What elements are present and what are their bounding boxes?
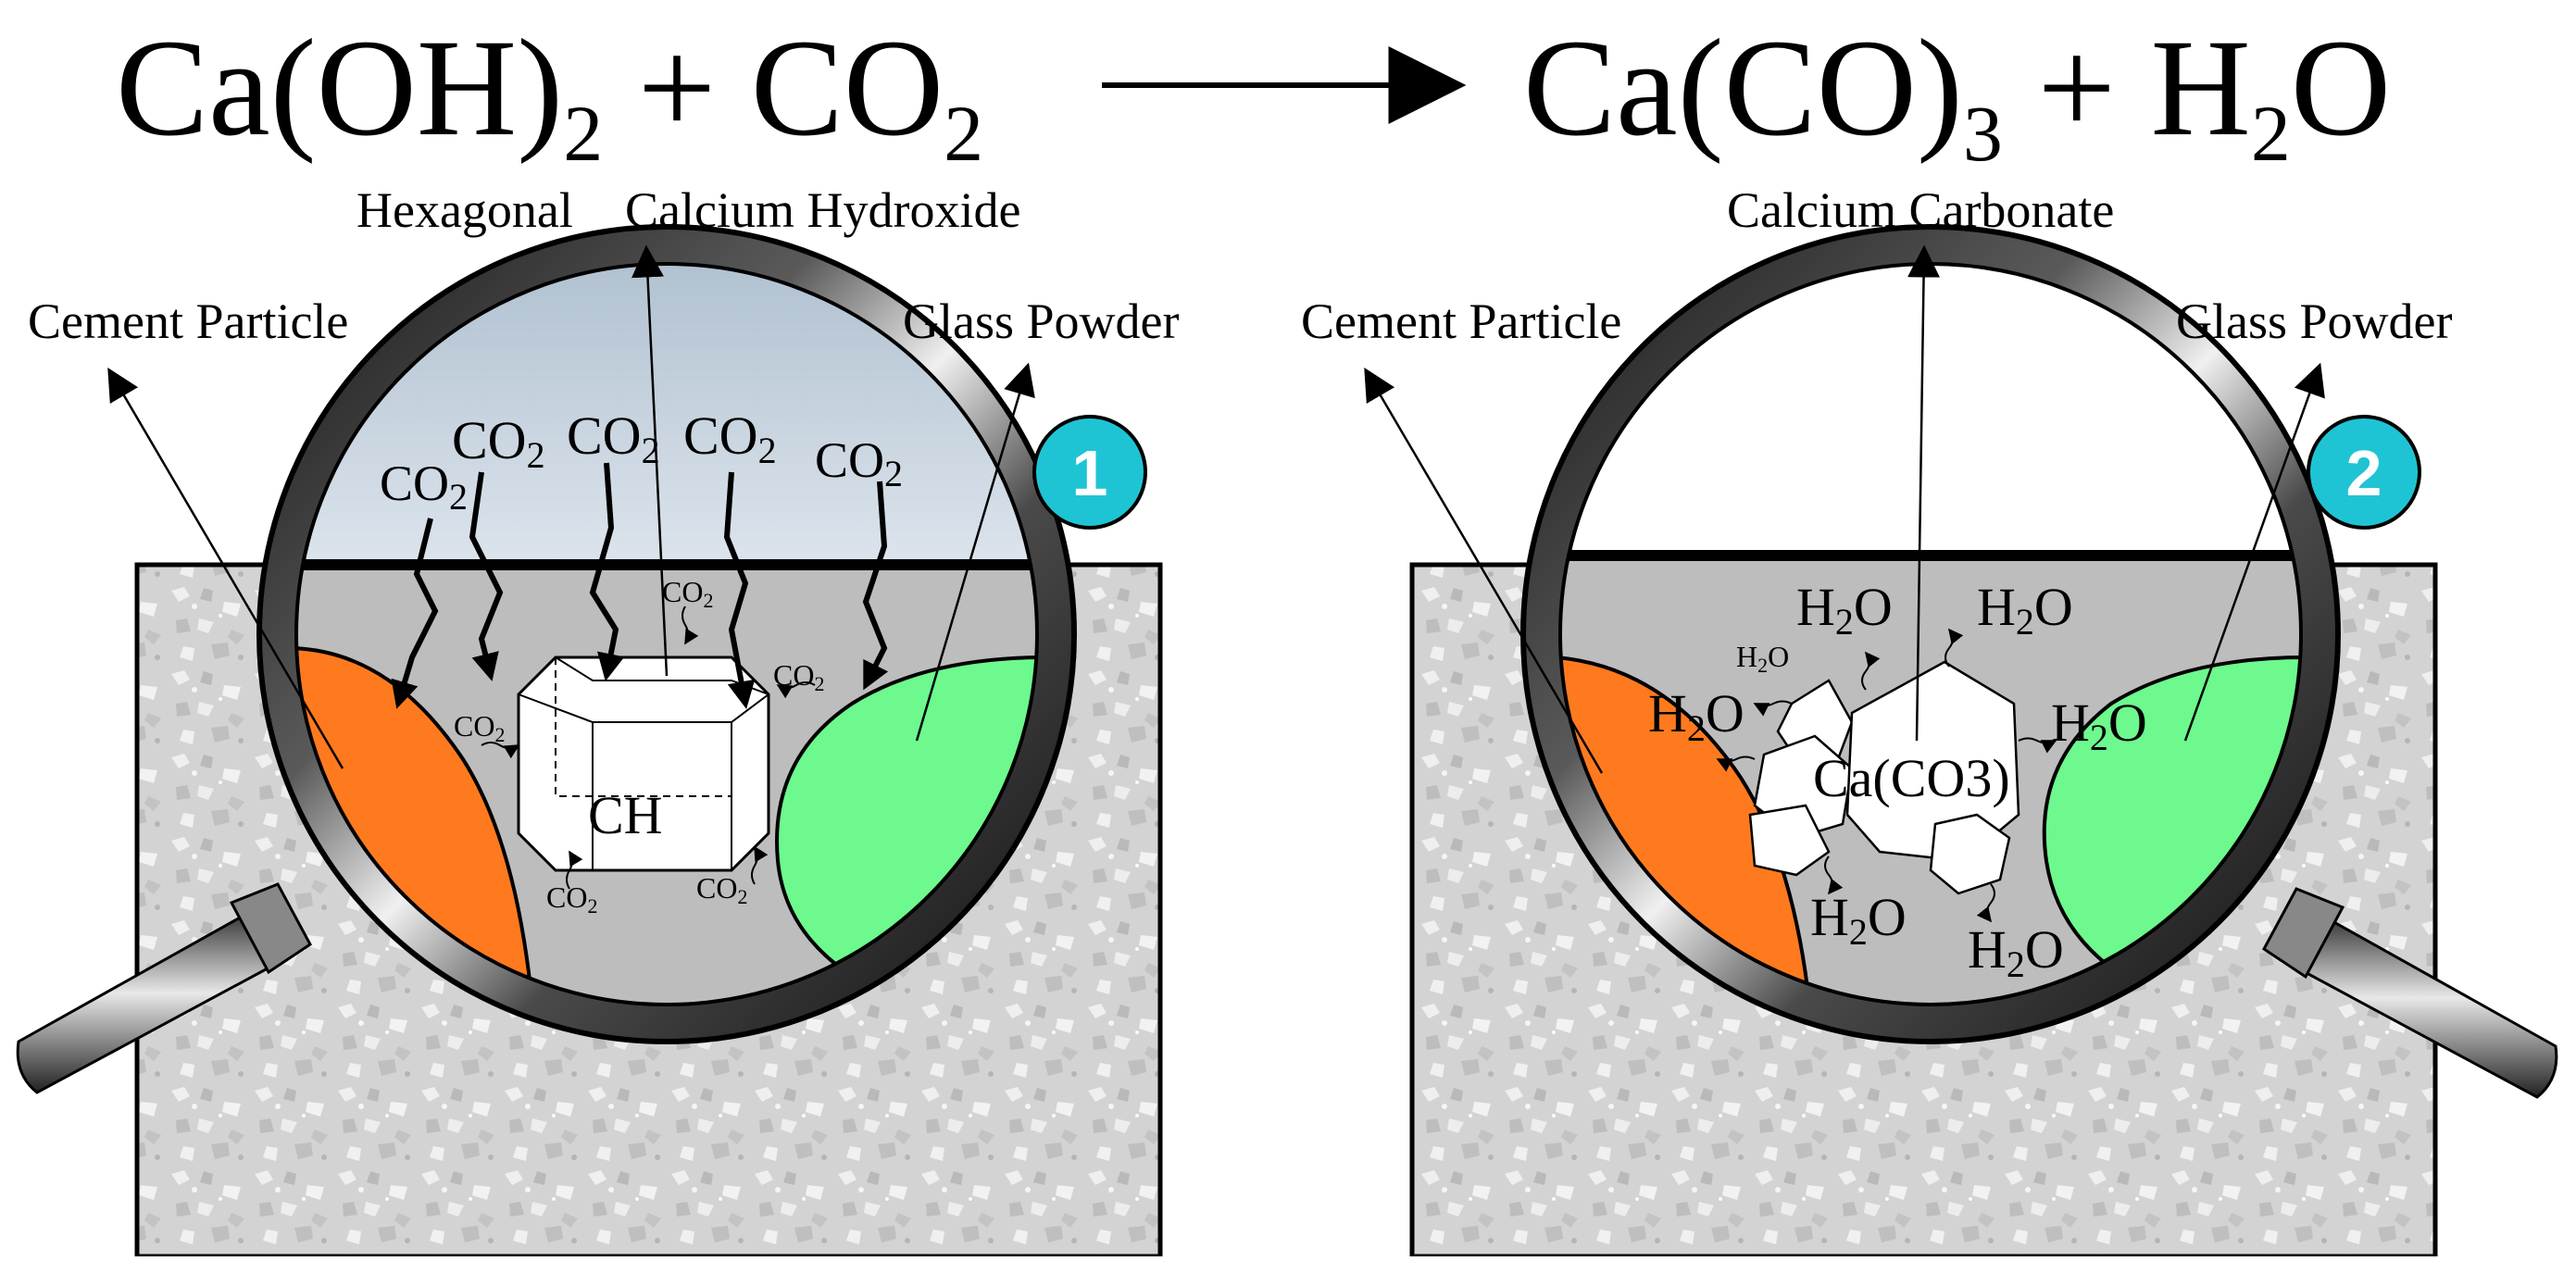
label-hexagonal: Hexagonal bbox=[356, 182, 573, 238]
step-badge-2 bbox=[2307, 415, 2421, 530]
svg-text:CO2: CO2 bbox=[696, 871, 747, 908]
label-calcium-hydroxide: Calcium Hydroxide bbox=[625, 182, 1020, 238]
magnifier-handle bbox=[16, 882, 312, 1094]
svg-text:CO2: CO2 bbox=[546, 880, 597, 918]
hexagonal-crystal: CH bbox=[517, 655, 770, 872]
svg-text:H2O: H2O bbox=[1648, 683, 1744, 749]
carbonate-crystal-cluster bbox=[1748, 660, 2020, 895]
equation-left: Ca(OH)2 + CO2 bbox=[116, 11, 983, 178]
magnifier-ring bbox=[260, 228, 1073, 1041]
label-cement-particle-2: Cement Particle bbox=[1301, 293, 1621, 349]
svg-text:CO2: CO2 bbox=[567, 406, 660, 471]
svg-text:CO2: CO2 bbox=[454, 709, 505, 746]
chemical-equation: Ca(OH)2 + CO2 Ca(CO)3 + H2O bbox=[116, 11, 2391, 178]
svg-text:CO2: CO2 bbox=[452, 410, 545, 476]
label-cement-particle-1: Cement Particle bbox=[28, 293, 348, 349]
svg-text:H2O: H2O bbox=[2051, 693, 2147, 758]
svg-text:H2O: H2O bbox=[1736, 640, 1789, 677]
co2-small-arrows bbox=[481, 606, 816, 890]
pointer-lines-1 bbox=[107, 244, 1035, 769]
air-region-2 bbox=[1556, 259, 2306, 556]
svg-text:H2O: H2O bbox=[1796, 577, 1893, 643]
crystal-label-ch: CH bbox=[588, 785, 663, 845]
panel-2: Ca(CO3) H2O H2O H2O H2O H2O H2O H2O 2 bbox=[1301, 182, 2558, 1259]
svg-text:CO2: CO2 bbox=[662, 575, 713, 612]
svg-text:CO2: CO2 bbox=[815, 432, 903, 494]
h2o-labels: H2O H2O H2O H2O H2O H2O H2O bbox=[1648, 577, 2147, 985]
panel-1: CH CO2 CO2 CO2 CO2 bbox=[16, 182, 1179, 1259]
svg-text:CO2: CO2 bbox=[773, 658, 824, 695]
co2-diffusion-arrows bbox=[391, 462, 889, 709]
svg-text:CO2: CO2 bbox=[683, 406, 777, 471]
label-glass-powder-1: Glass Powder bbox=[903, 293, 1179, 349]
magnifier-handle-2 bbox=[2262, 887, 2558, 1099]
label-calcium-carbonate: Calcium Carbonate bbox=[1727, 182, 2114, 238]
step-badge-1 bbox=[1032, 415, 1147, 530]
co2-labels: CO2 CO2 CO2 CO2 CO2 CO2 CO2 CO2 CO2 CO2 bbox=[380, 406, 903, 918]
svg-text:H2O: H2O bbox=[1810, 887, 1907, 953]
svg-text:1: 1 bbox=[1072, 437, 1108, 509]
label-glass-powder-2: Glass Powder bbox=[2176, 293, 2452, 349]
svg-text:2: 2 bbox=[2346, 437, 2382, 509]
equation-right: Ca(CO)3 + H2O bbox=[1523, 11, 2391, 178]
h2o-small-arrows bbox=[1716, 628, 2057, 923]
crystal-label-caco3: Ca(CO3) bbox=[1813, 748, 2010, 808]
svg-text:H2O: H2O bbox=[1977, 577, 2073, 643]
svg-text:CO2: CO2 bbox=[380, 456, 468, 518]
pointer-lines-2 bbox=[1364, 244, 2325, 774]
air-region bbox=[292, 259, 1042, 565]
svg-text:H2O: H2O bbox=[1968, 919, 2064, 985]
